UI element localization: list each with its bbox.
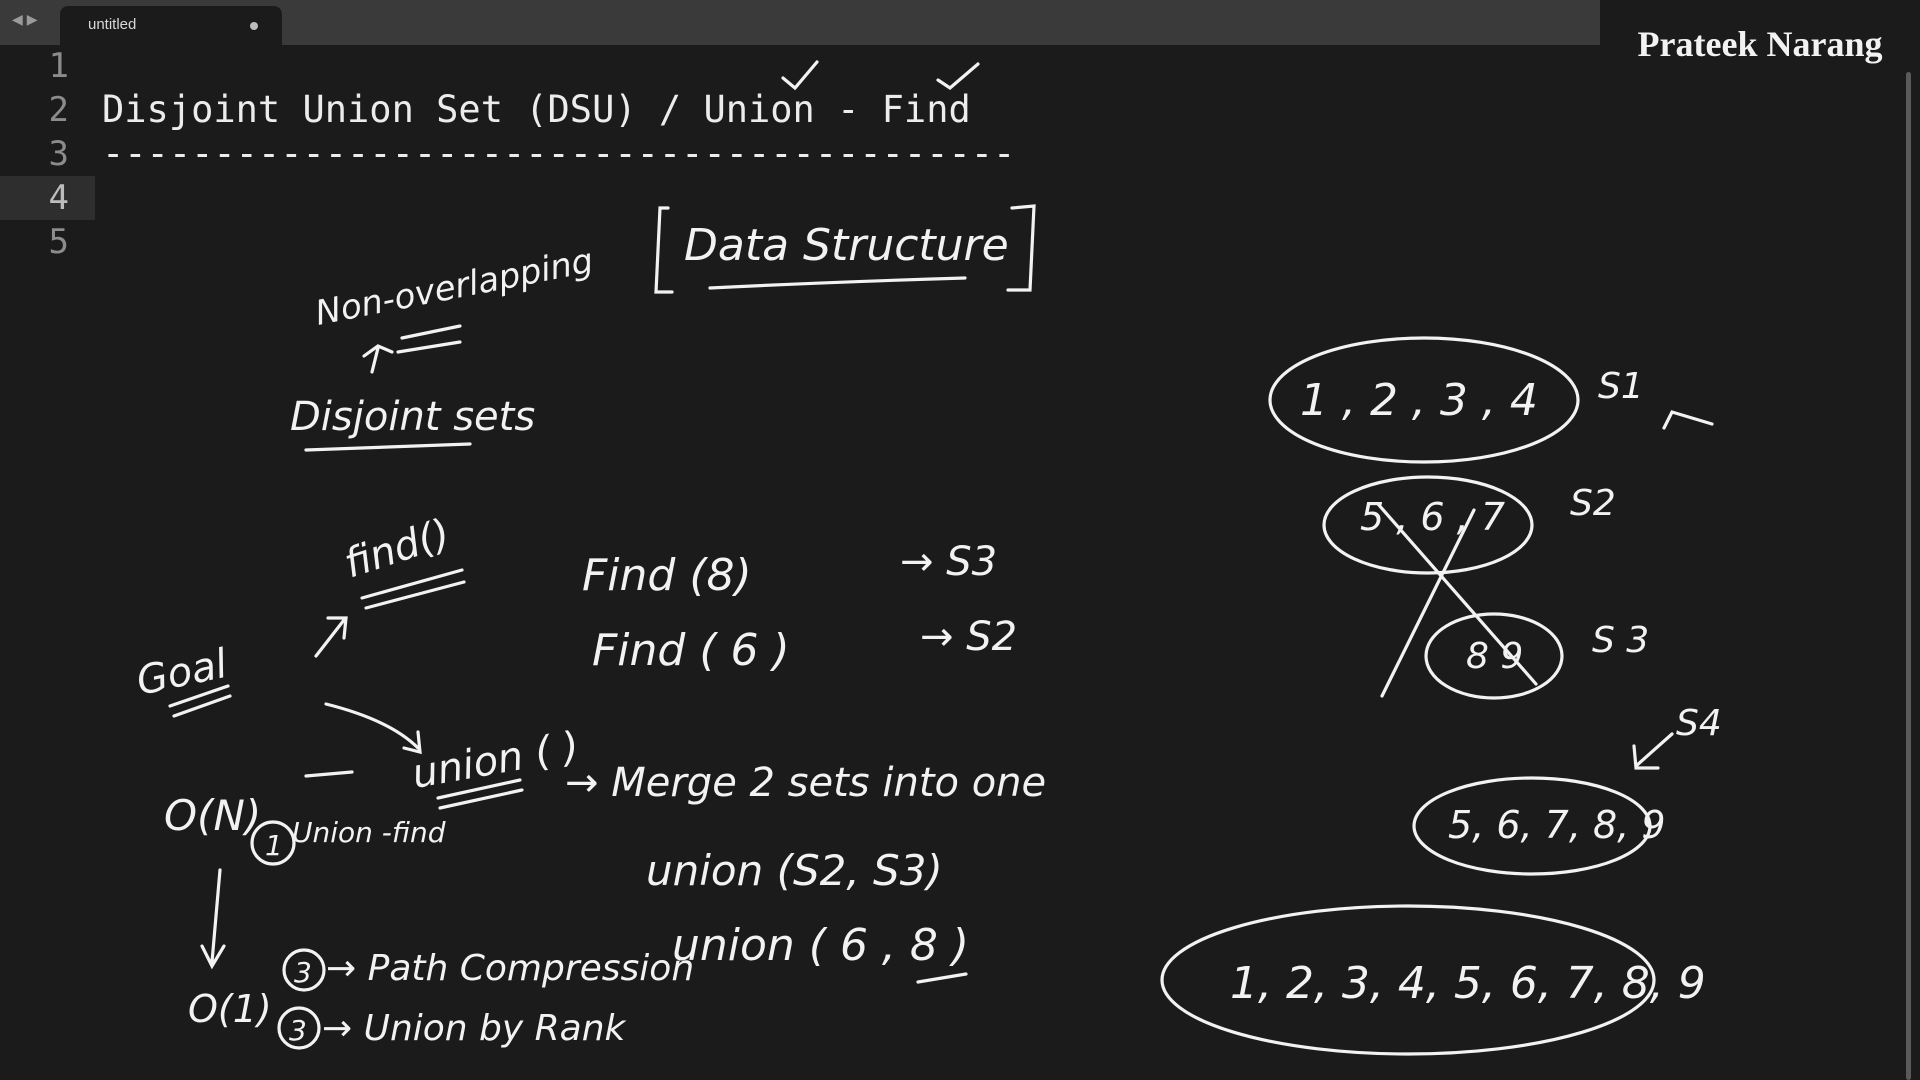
- step-circle-icon: [250, 820, 296, 866]
- set-s3-label: S 3: [1592, 620, 1649, 661]
- right-bracket: [1006, 204, 1036, 292]
- data-structure-label: Data Structure: [684, 220, 1009, 271]
- set-ellipse: [1424, 612, 1564, 700]
- pointer-arrow-icon: [1632, 732, 1674, 770]
- arrow-to-union-icon: [324, 702, 422, 755]
- step-number: 1: [265, 829, 283, 862]
- tab-title: untitled: [88, 16, 137, 33]
- line-number: 1: [48, 46, 69, 86]
- overline: [304, 770, 354, 778]
- cross-line: [1380, 508, 1476, 698]
- union-by-rank-label: → Union by Rank: [322, 1008, 628, 1049]
- union-find-label: Union -find: [292, 816, 446, 849]
- set-s4-values: 5, 6, 7, 8, 9: [1448, 803, 1666, 847]
- complexity-on-label: O(N): [164, 791, 261, 840]
- goal-label: Goal: [133, 641, 232, 705]
- set-s1-label: S1: [1598, 366, 1644, 407]
- underline: [708, 276, 967, 290]
- set-s2-label: S2: [1570, 483, 1616, 524]
- union-6-8-label: union ( 6 , 8 ): [672, 920, 969, 971]
- line-number-active: 4: [0, 176, 95, 220]
- find-8-label: Find (8): [582, 550, 752, 601]
- step-number: 3: [294, 956, 312, 989]
- path-compression-label: → Path Compression: [326, 948, 694, 989]
- double-underline: [436, 778, 524, 810]
- author-watermark: Prateek Narang: [1600, 0, 1920, 70]
- double-underline: [360, 568, 466, 610]
- code-line-separator[interactable]: ----------------------------------------…: [102, 132, 1016, 175]
- set-s2-values: 5 , 6 , 7: [1360, 495, 1505, 539]
- cross-line: [1376, 502, 1538, 686]
- disjoint-sets-label: Disjoint sets: [290, 394, 535, 440]
- up-arrow-icon: [362, 344, 394, 374]
- set-ellipse: [1268, 336, 1580, 464]
- step-number: 3: [289, 1014, 307, 1047]
- tab-bar: ◀▶ untitled: [0, 0, 1600, 45]
- merge-label: → Merge 2 sets into one: [565, 760, 1046, 806]
- find-8-result: → S3: [900, 539, 997, 585]
- complexity-o1-label: O(1): [188, 987, 272, 1031]
- union-s2-s3-label: union (S2, S3): [646, 846, 943, 895]
- set-ellipse: [1160, 904, 1656, 1056]
- set-s1-values: 1 , 2 , 3 , 4: [1300, 375, 1538, 426]
- tab-untitled[interactable]: untitled: [60, 6, 282, 45]
- check-mark-icon: [781, 60, 819, 91]
- down-arrow-icon: [200, 868, 226, 970]
- step-circle-icon: [277, 1006, 321, 1050]
- set-s4-label: S4: [1676, 703, 1722, 744]
- line-number: 2: [48, 90, 69, 130]
- vertical-scrollbar[interactable]: [1906, 72, 1911, 1080]
- nav-arrows[interactable]: ◀▶: [12, 12, 42, 28]
- left-bracket: [654, 206, 674, 294]
- line-number: 5: [48, 222, 69, 262]
- step-circle-icon: [282, 948, 326, 992]
- check-mark-icon: [936, 62, 980, 91]
- find-6-label: Find ( 6 ): [592, 625, 790, 676]
- non-overlapping-label: Non-overlapping: [312, 241, 596, 334]
- underline: [304, 442, 472, 452]
- double-underline: [168, 684, 232, 718]
- back-arrow-icon[interactable]: ◀: [12, 12, 27, 28]
- set-ellipse: [1412, 776, 1652, 876]
- set-ellipse: [1322, 475, 1534, 575]
- set-s3-values: 8 9: [1466, 636, 1523, 677]
- pointer-arrow-icon: [1662, 410, 1714, 430]
- underline: [916, 972, 968, 984]
- find-6-result: → S2: [920, 614, 1017, 660]
- merged-set-values: 1, 2, 3, 4, 5, 6, 7, 8, 9: [1230, 958, 1706, 1009]
- code-line-title[interactable]: Disjoint Union Set (DSU) / Union - Find: [102, 88, 971, 131]
- arrow-to-find-icon: [314, 616, 348, 658]
- double-underline: [396, 324, 462, 354]
- forward-arrow-icon[interactable]: ▶: [26, 12, 42, 28]
- unsaved-dot-icon[interactable]: [250, 22, 258, 30]
- line-number: 3: [48, 134, 69, 174]
